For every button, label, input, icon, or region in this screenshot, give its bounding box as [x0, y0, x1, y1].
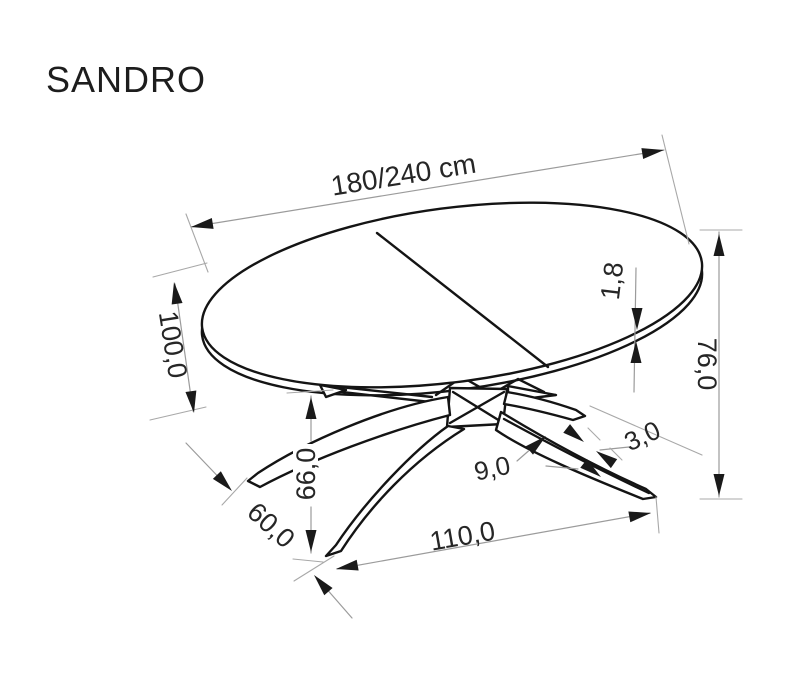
arrow-underside-bottom: [305, 530, 317, 552]
arrow-legedge: [596, 451, 618, 469]
dim-length-ext-right: [661, 134, 690, 245]
dim-label-legwidth: 9,0: [471, 450, 513, 487]
arrow-height-top: [713, 234, 725, 256]
leg-front-right-edge: [502, 417, 651, 495]
leg-back-left: [246, 395, 452, 489]
arrow-legwidth: [525, 436, 546, 455]
dim-depth-tick-top: [221, 477, 248, 506]
dim-legedge-leader: [599, 446, 630, 451]
dim-legwidth-leader-b: [545, 465, 579, 470]
dim-length-ext-left: [185, 213, 209, 273]
label-underside-mask: [293, 444, 318, 504]
dim-span-ext-right: [655, 496, 660, 534]
dim-label-thickness: 1,8: [595, 260, 629, 301]
dimension-arrows: [171, 148, 725, 596]
dim-length-line: [190, 149, 665, 228]
leg-front-left: [324, 424, 466, 558]
arrow-span-left: [336, 559, 359, 571]
dim-depth-tick-bottom: [293, 555, 335, 582]
leg-witness-line: [589, 405, 703, 456]
dim-thickness-line: [633, 267, 637, 393]
arrow-height-bottom: [713, 474, 725, 496]
arrow-depth-bottom: [314, 575, 333, 596]
leg-tick-b: [609, 447, 623, 461]
dim-span-line: [336, 512, 651, 570]
dim-label-height: 76,0: [692, 338, 722, 391]
arrow-depth-top: [212, 471, 232, 491]
arrow-span-right: [628, 511, 651, 523]
dim-underside-tick-top: [286, 389, 334, 394]
dim-label-underside: 66,0: [291, 448, 321, 501]
dim-width-tick-bottom: [149, 406, 207, 421]
tabletop-seam: [375, 231, 550, 369]
arrow-length-left: [191, 218, 214, 229]
dim-label-depth: 60,0: [241, 497, 300, 554]
table-illustration: [200, 201, 704, 558]
dim-width-tick-top: [152, 262, 208, 278]
arrow-thickness-down: [631, 308, 643, 330]
dim-underside-tick-bottom: [292, 558, 324, 563]
leg-tick-a: [587, 427, 601, 441]
dim-label-width: 100,0: [153, 309, 193, 380]
pedestal-braces: [448, 390, 506, 425]
tabletop: [200, 201, 704, 389]
dim-label-span: 110,0: [428, 516, 498, 557]
arrow-thickness-up: [630, 341, 642, 363]
leg-back-right: [502, 390, 587, 422]
arrow-length-right: [641, 148, 664, 159]
arrow-underside-top: [305, 397, 317, 419]
arrow-leg-lower: [580, 459, 601, 477]
arrow-width-top: [171, 282, 183, 305]
dim-width-line: [174, 283, 194, 412]
dim-label-legedge: 3,0: [619, 415, 664, 457]
arrow-width-bottom: [185, 390, 197, 413]
arrow-leg-upper: [563, 424, 584, 442]
page-title: SANDRO: [46, 59, 206, 100]
dim-label-length: 180/240 cm: [329, 148, 478, 202]
